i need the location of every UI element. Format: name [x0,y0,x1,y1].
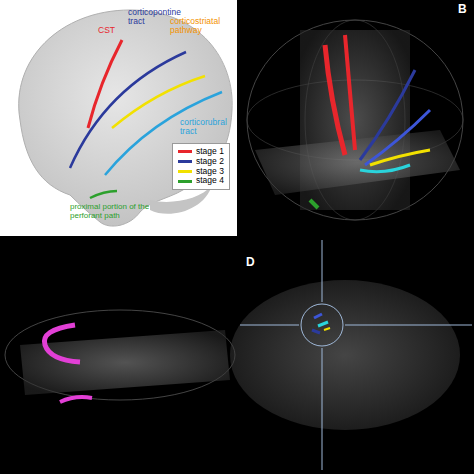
tract-label: corticostriatal pathway [170,17,236,36]
tract-label: proximal portion of the perforant path [70,203,168,221]
magenta-tract [44,325,80,362]
legend-swatch [178,170,192,173]
crosshair [322,348,323,470]
cyan-blob [318,322,328,326]
crosshair [345,325,472,326]
blue-blob [314,314,322,318]
mri-slice [230,280,460,430]
panel-a [0,0,237,236]
cyan-tract [360,165,410,172]
legend-swatch [178,180,192,183]
legend-row: stage 3 [178,167,224,177]
yellow-tract [370,150,430,165]
panel-b [237,0,474,236]
legend-row: stage 4 [178,176,224,186]
blue-blob [312,330,320,333]
red-tract [325,45,345,155]
legend-row: stage 1 [178,147,224,157]
legend-row: stage 2 [178,157,224,167]
tract-label: CST [98,26,138,35]
perforant-path [90,191,117,198]
legend-box: stage 1stage 2stage 3stage 4 [172,143,230,190]
mri-slice [20,330,230,395]
cst-tract [88,40,122,128]
crosshair [322,240,323,302]
legend-text: stage 2 [196,157,224,167]
legend-text: stage 3 [196,167,224,177]
legend-swatch [178,150,192,153]
green-tract [310,200,318,208]
tract-label: corticorubral tract [180,118,236,137]
blue-tract [365,110,430,165]
legend-swatch [178,160,192,163]
mri-slice [255,130,460,195]
wireframe [247,20,463,220]
panel-c [0,237,237,474]
crosshair [240,325,299,326]
target-circle [301,304,343,346]
magenta-tract [60,397,92,402]
yellow-blob [324,328,330,330]
panel-letter: B [458,3,472,16]
panel-letter: D [246,256,260,269]
wireframe [5,310,235,400]
red-tract [345,35,355,150]
legend-text: stage 1 [196,147,224,157]
legend-text: stage 4 [196,176,224,186]
